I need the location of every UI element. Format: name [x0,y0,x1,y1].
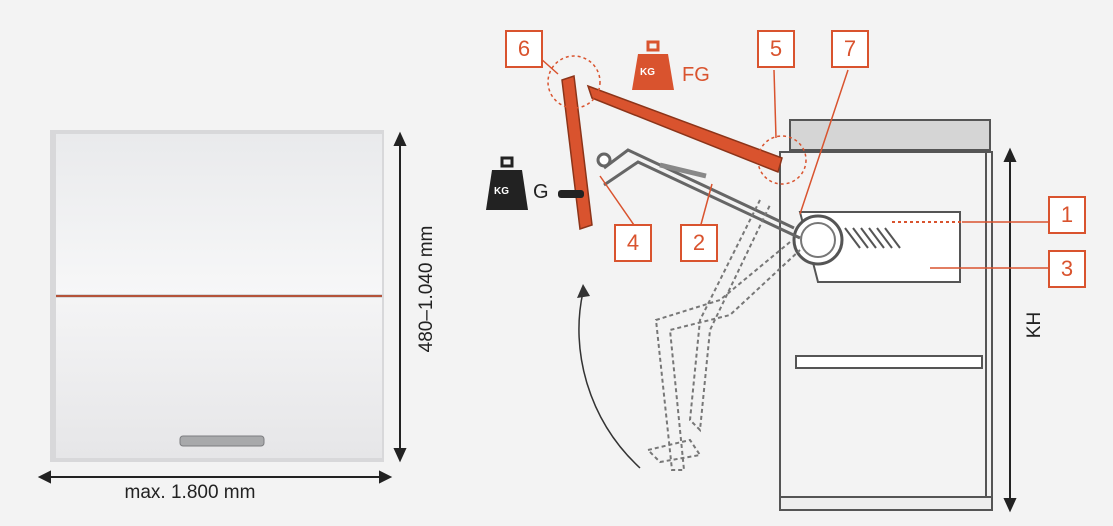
door-front-upper [586,84,783,174]
lift-mechanism [792,211,962,283]
g-label: G [533,181,549,203]
hinge-circle-5 [757,135,807,185]
weight-icon-fg [632,40,674,90]
weight-icon-g [486,156,528,210]
cabinet-side-view [779,119,993,511]
cabinet-illustration [50,130,384,462]
callout-leaders [539,57,1048,269]
width-dimension-label: max. 1.800 mm [124,482,256,503]
door-front-lower [561,74,593,231]
handle-g [558,190,584,198]
callout-3: 3 [1048,250,1086,288]
cabinet-height-label: KH [1024,311,1045,339]
height-dimension-arrow [393,131,407,463]
kg-text-fg: KG [640,67,655,78]
kh-dimension-arrow [1003,147,1017,513]
callout-5: 5 [757,30,795,68]
callout-2: 2 [680,224,718,262]
fg-label: FG [682,64,710,86]
upper-door-panel [56,134,382,294]
height-dimension-label: 480–1.040 mm [416,225,437,353]
motion-arrow [577,284,641,469]
callout-4: 4 [614,224,652,262]
kg-text-g: KG [494,186,509,197]
lever-arm-closed [646,199,801,471]
callout-6: 6 [505,30,543,68]
spring-coil [844,227,901,249]
lower-door-panel [56,298,382,458]
width-dimension-arrow [37,470,393,484]
hinge-circle-6 [547,55,601,109]
door-handle [179,435,265,447]
callout-1: 1 [1048,196,1086,234]
callout-7: 7 [831,30,869,68]
lever-arm-open [596,148,801,240]
